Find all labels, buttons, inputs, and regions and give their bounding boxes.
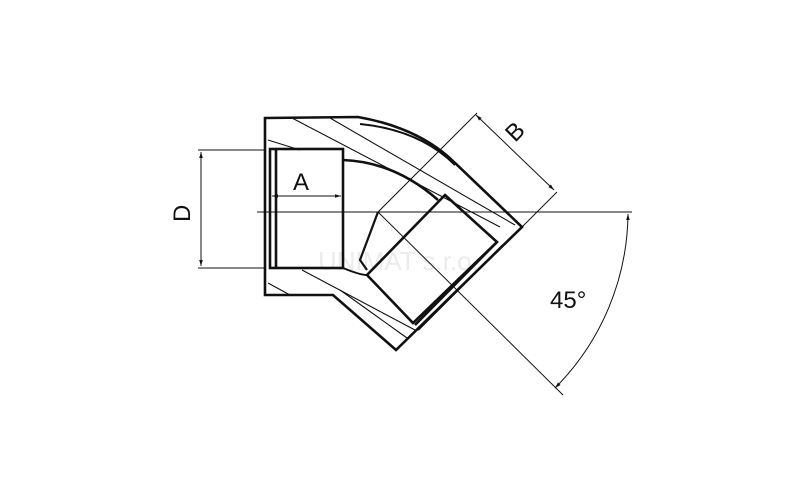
hatch-line bbox=[329, 117, 516, 226]
dimensions bbox=[198, 112, 630, 389]
hatch-line bbox=[291, 117, 501, 228]
a-label: A bbox=[293, 169, 309, 196]
inlet-bore bbox=[268, 147, 345, 270]
b-extension-1 bbox=[377, 112, 478, 213]
angle-label: 45° bbox=[550, 287, 586, 314]
thread-edge bbox=[414, 241, 498, 326]
watermark: UNIMAT s.r.o. bbox=[318, 246, 479, 276]
b-extension-2 bbox=[521, 191, 558, 228]
hatch-line bbox=[267, 139, 301, 151]
diagonal-centerline bbox=[377, 211, 564, 396]
center-lines bbox=[257, 211, 632, 396]
cone bbox=[358, 211, 380, 271]
hatch-line bbox=[339, 289, 408, 339]
hatch-line bbox=[267, 282, 291, 296]
body-outline bbox=[263, 115, 524, 352]
lower-curve bbox=[342, 267, 368, 276]
hatch-line bbox=[301, 269, 416, 331]
angle-arc bbox=[554, 213, 630, 389]
outlet-thread bbox=[365, 193, 499, 325]
fitting-body bbox=[263, 115, 524, 352]
hatching bbox=[267, 117, 516, 339]
thread-face bbox=[417, 244, 504, 331]
outer-groove bbox=[359, 123, 456, 166]
b-dimension-line bbox=[475, 114, 555, 191]
d-label: D bbox=[169, 205, 196, 222]
